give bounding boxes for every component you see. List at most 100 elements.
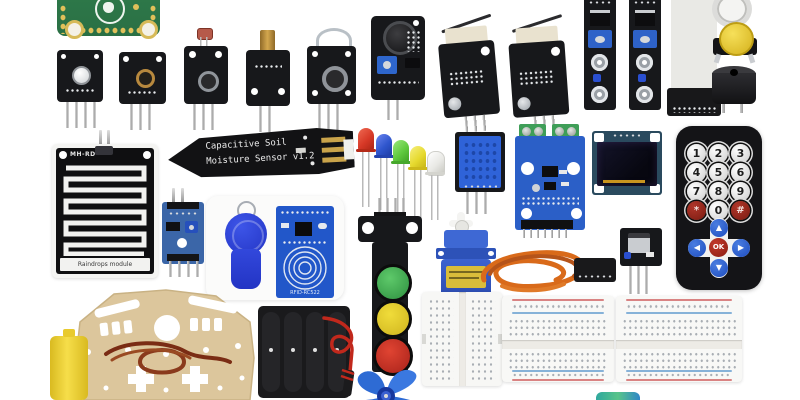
- terminal-screw: [534, 127, 543, 136]
- module-pins: [466, 192, 492, 214]
- breadboard-400: [502, 296, 614, 382]
- battery-slot: [284, 312, 302, 392]
- module-pins: [464, 114, 488, 133]
- ic-chip: [542, 166, 558, 177]
- oled-driver-strip: [603, 180, 645, 183]
- smd-part: [646, 252, 654, 257]
- cutoff-object-bottom: [596, 392, 640, 400]
- rain-sensor-caption-strip: Raindrops module: [60, 258, 150, 271]
- module-pins: [259, 106, 272, 132]
- trimmer-screw: [640, 36, 650, 43]
- ir-sensor: [591, 54, 608, 71]
- smd-part: [561, 182, 569, 186]
- rivet: [313, 348, 317, 352]
- rain-sensor-model-label: MH-RD: [70, 151, 96, 158]
- oled-pad: [650, 133, 660, 142]
- tilt-sensor-module: [307, 26, 356, 130]
- servo-top-block: [444, 230, 488, 248]
- blue-led: [593, 74, 601, 82]
- remote-button-left: ◀: [688, 239, 706, 257]
- servo-label-line: [449, 271, 483, 273]
- rivet: [291, 348, 295, 352]
- push-button: [711, 22, 759, 64]
- rain-sensor: MH-RD Raindrops module: [52, 130, 158, 278]
- module-pins: [387, 100, 400, 120]
- motor-driver-module: [515, 124, 585, 240]
- limit-switch-module: [435, 10, 502, 133]
- red-probe-wire: [322, 316, 355, 397]
- pico-test-pad: [133, 4, 139, 10]
- remote-button-9: 9: [731, 182, 750, 201]
- pico-mount-hole: [65, 20, 84, 39]
- led-yellow: [410, 146, 426, 169]
- blue-led: [624, 252, 631, 259]
- rfid-keyfob: [225, 213, 267, 291]
- laser-barrel: [260, 30, 275, 52]
- module-pins: [378, 198, 406, 216]
- remote-button-5: 5: [709, 163, 728, 182]
- capacitor: [532, 184, 540, 192]
- remote-button-2: 2: [709, 144, 728, 163]
- module-pins: [193, 104, 219, 130]
- remote-button-6: 6: [731, 163, 750, 182]
- traffic-green-lens: [374, 264, 412, 302]
- oled-screen: [597, 142, 657, 186]
- header-strip: [167, 202, 199, 209]
- ic-chip: [544, 182, 556, 190]
- module-pins: [629, 266, 651, 294]
- dht11-module: [455, 132, 505, 214]
- oled-display: [592, 131, 662, 195]
- trimmer-screw: [595, 36, 605, 43]
- servo-flange: [436, 248, 496, 259]
- led-blue-flange: [374, 155, 394, 158]
- raspberry-logo-icon: [95, 0, 125, 24]
- ribbon-strands: [671, 0, 717, 92]
- ribbon-cable: [667, 0, 721, 120]
- breadboard-clip: [422, 334, 426, 344]
- raspberry-logo-berry: [103, 2, 114, 13]
- rail-line-red: [512, 299, 604, 301]
- remote-button-3: 3: [731, 144, 750, 163]
- led-green: [393, 140, 409, 163]
- header-strip: [521, 220, 573, 229]
- buzzer-body: [712, 73, 756, 104]
- keyfob-body: [231, 249, 261, 289]
- led-green-flange: [391, 161, 411, 164]
- remote-button-down: ▼: [710, 259, 728, 277]
- limit-switch-module: [506, 10, 571, 133]
- rain-sensor-traces: [63, 165, 147, 256]
- led-legs: [414, 170, 423, 218]
- button-pin: [713, 53, 722, 64]
- temp-sensor-module: [618, 226, 668, 294]
- pico-mount-hole: [139, 20, 158, 39]
- led-red: [358, 128, 374, 151]
- rfid-rc522-module: RFID-RC522: [276, 206, 334, 298]
- line-tracking-module: [584, 0, 616, 112]
- battery-slot: [306, 312, 324, 392]
- breadboard-groove: [616, 340, 742, 349]
- remote-button-8: 8: [709, 182, 728, 201]
- copper-wire-coil: [104, 341, 232, 375]
- module-pins: [130, 104, 156, 130]
- module-pins: [66, 102, 96, 128]
- blue-led: [638, 74, 646, 82]
- fan-propeller: [357, 369, 417, 400]
- ic-chip: [635, 10, 655, 26]
- ir-remote: 1 2 3 4 5 6 7 8 9 * 0 # ▲ ◀ OK ▶ ▼: [676, 126, 762, 290]
- rgb-led-module: [57, 50, 103, 128]
- ic-chip: [166, 222, 180, 231]
- soil-moisture-sensor: Capacitive Soil Moisture Sensor v1.2: [167, 123, 356, 187]
- led-red-flange: [356, 149, 376, 152]
- ir-sensor: [636, 54, 653, 71]
- knock-sensor-can: [136, 69, 155, 88]
- rfid-module-label: RFID-RC522: [290, 290, 320, 296]
- battery-holder: [258, 306, 350, 398]
- breadboard-groove: [502, 340, 614, 349]
- module-pins: [169, 261, 199, 277]
- remote-button-ok: OK: [709, 238, 728, 257]
- pico-board: [57, 0, 160, 39]
- rivet: [269, 348, 273, 352]
- rail-line-blue: [626, 312, 732, 314]
- line-tracking-module: [629, 0, 661, 112]
- rail-line-blue: [626, 370, 732, 372]
